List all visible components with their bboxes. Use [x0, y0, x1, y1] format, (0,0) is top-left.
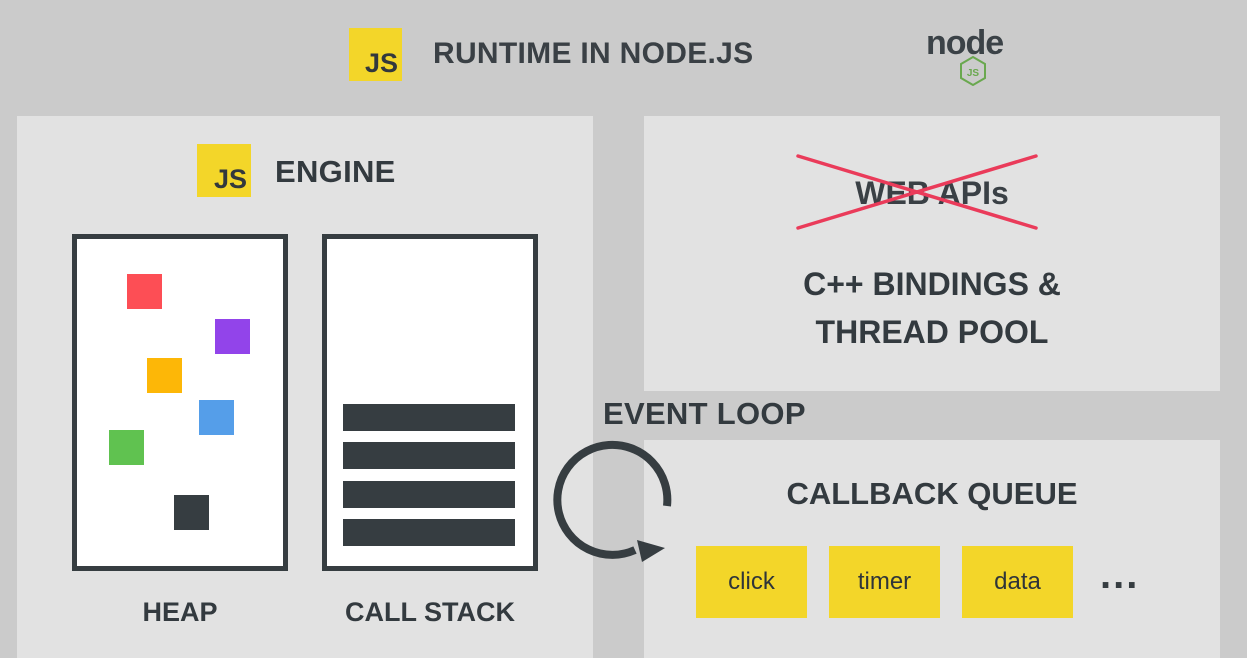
engine-js-logo: JS: [197, 144, 251, 197]
call-stack-box: [322, 234, 538, 571]
node-logo-badge: JS: [967, 68, 980, 79]
callback-item-timer: timer: [829, 546, 940, 618]
node-logo: node JS: [926, 24, 1022, 86]
call-stack-frame: [343, 442, 515, 469]
callback-more-label: ...: [1100, 553, 1140, 597]
bindings-line-1: C++ BINDINGS &: [803, 266, 1061, 302]
engine-js-logo-text: JS: [213, 164, 247, 194]
callback-item-label: click: [728, 568, 775, 595]
node-logo-text: node: [926, 24, 1004, 62]
call-stack-frame: [343, 519, 515, 546]
header-js-logo: JS: [349, 28, 402, 81]
header-js-logo-text: JS: [364, 48, 398, 78]
callback-item-click: click: [696, 546, 807, 618]
callback-item-data: data: [962, 546, 1073, 618]
engine-title: ENGINE: [275, 154, 396, 189]
heap-object-green: [109, 430, 144, 465]
heap-object-blue: [199, 400, 234, 435]
callback-queue-title: CALLBACK QUEUE: [786, 476, 1078, 511]
callback-item-label: data: [994, 568, 1041, 595]
heap-object-dark: [174, 495, 209, 530]
callback-item-label: timer: [857, 568, 912, 595]
heap-object-purple: [215, 319, 250, 354]
bindings-panel: [644, 116, 1220, 391]
call-stack-frame: [343, 404, 515, 431]
heap-label: HEAP: [142, 597, 218, 627]
heap-object-red: [127, 274, 162, 309]
call-stack-frame: [343, 481, 515, 508]
node-hexagon-icon: JS: [960, 56, 986, 86]
page-title: RUNTIME IN NODE.JS: [433, 37, 754, 70]
event-loop-label: EVENT LOOP: [603, 396, 806, 431]
call-stack-label: CALL STACK: [345, 597, 515, 627]
event-loop-arrow-icon: [553, 440, 672, 562]
bindings-line-2: THREAD POOL: [815, 314, 1049, 350]
cross-out-icon: [796, 154, 1038, 230]
heap-object-orange: [147, 358, 182, 393]
